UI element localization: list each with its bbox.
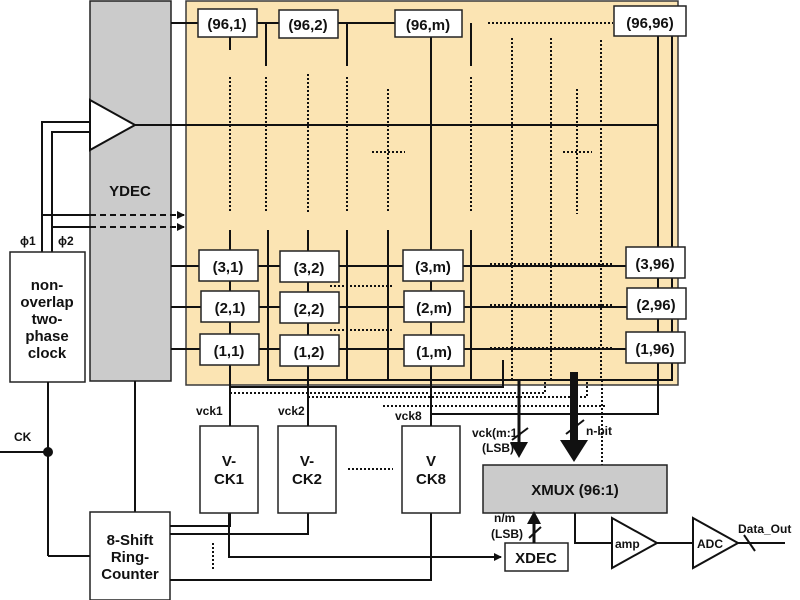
pixel-cell: (1,96) bbox=[625, 331, 686, 364]
vck-bus-lsb-label: (LSB) bbox=[482, 441, 514, 455]
pixel-cell: (1,1) bbox=[199, 333, 260, 366]
nm-label: n/m bbox=[494, 511, 515, 525]
xmux-block bbox=[482, 464, 668, 514]
xdec-arrow bbox=[527, 511, 541, 524]
ydec-label: YDEC bbox=[109, 183, 151, 200]
n-bit-arrow bbox=[560, 440, 588, 462]
vck1-signal-label: vck1 bbox=[196, 404, 223, 418]
svg-text:(1,2): (1,2) bbox=[294, 344, 325, 361]
pixel-cell: (2,m) bbox=[403, 290, 465, 323]
vck-bus-label: vck(m:1) bbox=[472, 426, 521, 440]
svg-text:(1,1): (1,1) bbox=[214, 343, 245, 360]
clock-label-2: overlap bbox=[20, 294, 73, 311]
vck8-label-2: CK8 bbox=[416, 471, 446, 488]
phi1-label: ϕ1 bbox=[20, 234, 36, 248]
pixel-cell: (96,2) bbox=[278, 9, 339, 39]
svg-text:(96,1): (96,1) bbox=[207, 16, 246, 33]
svg-text:(2,1): (2,1) bbox=[215, 300, 246, 317]
svg-text:(96,2): (96,2) bbox=[288, 17, 327, 34]
vck8-signal-label: vck8 bbox=[395, 409, 422, 423]
pixel-cell: (3,1) bbox=[198, 249, 259, 282]
clock-label-4: phase bbox=[25, 328, 68, 345]
svg-text:(2,2): (2,2) bbox=[294, 301, 325, 318]
adc-label: ADC bbox=[697, 537, 723, 551]
pixel-cell: (96,1) bbox=[197, 8, 258, 38]
clock-label-1: non- bbox=[31, 277, 63, 294]
adc-icon bbox=[692, 516, 741, 570]
svg-text:(96,96): (96,96) bbox=[626, 15, 674, 32]
phi2-label: ϕ2 bbox=[58, 234, 74, 248]
vck2-block bbox=[277, 425, 337, 514]
ring-counter-label-3: Counter bbox=[101, 566, 159, 583]
pixel-cell: (2,2) bbox=[279, 291, 340, 324]
svg-text:(1,m): (1,m) bbox=[416, 344, 452, 361]
ck-label: CK bbox=[14, 430, 32, 444]
vck1-block bbox=[199, 425, 259, 514]
vck8-label-1: V bbox=[426, 453, 436, 470]
svg-text:(3,2): (3,2) bbox=[294, 260, 325, 277]
xmux-label: XMUX (96:1) bbox=[531, 482, 619, 499]
pixel-cell: (1,2) bbox=[279, 334, 340, 367]
phi2-line bbox=[51, 131, 90, 252]
data-out-label: Data_Out bbox=[738, 522, 791, 536]
svg-text:(2,96): (2,96) bbox=[636, 297, 675, 314]
svg-text:(96,m): (96,m) bbox=[406, 17, 450, 34]
pixel-cell: (3,96) bbox=[625, 246, 686, 279]
svg-text:(3,1): (3,1) bbox=[213, 259, 244, 276]
n-bit-label: n-bit bbox=[586, 424, 612, 438]
amp-icon bbox=[611, 516, 660, 570]
svg-text:(2,m): (2,m) bbox=[416, 300, 452, 317]
pixel-cell: (96,96) bbox=[613, 5, 687, 37]
xdec-block bbox=[504, 542, 569, 572]
vck2-signal-label: vck2 bbox=[278, 404, 305, 418]
clock-label-5: clock bbox=[28, 345, 67, 362]
buffer-icon bbox=[89, 98, 138, 152]
vck-bus-arrow bbox=[510, 442, 528, 458]
two-phase-clock-block bbox=[9, 251, 86, 383]
phi1-line bbox=[41, 121, 90, 252]
ring-counter-label-1: 8-Shift bbox=[107, 532, 154, 549]
xdec-label: XDEC bbox=[515, 550, 557, 567]
vck1-label-1: V- bbox=[222, 453, 236, 470]
svg-text:(1,96): (1,96) bbox=[635, 341, 674, 358]
vck2-label-1: V- bbox=[300, 453, 314, 470]
svg-text:(3,m): (3,m) bbox=[415, 259, 451, 276]
clock-label-3: two- bbox=[32, 311, 63, 328]
ydec-block bbox=[89, 0, 172, 382]
vck1-label-2: CK1 bbox=[214, 471, 244, 488]
vck8-block bbox=[401, 425, 461, 514]
svg-text:(3,96): (3,96) bbox=[635, 256, 674, 273]
amp-label: amp bbox=[615, 537, 640, 551]
pixel-cell: (3,2) bbox=[279, 250, 340, 283]
pixel-cell: (1,m) bbox=[403, 334, 465, 367]
nm-lsb-label: (LSB) bbox=[491, 527, 523, 541]
vck2-label-2: CK2 bbox=[292, 471, 322, 488]
n-bit-bus bbox=[570, 372, 578, 442]
ring-counter-block bbox=[89, 511, 171, 600]
pixel-cell: (3,m) bbox=[402, 249, 464, 282]
pixel-cell: (2,96) bbox=[626, 287, 687, 320]
pixel-cell: (96,m) bbox=[394, 9, 463, 38]
ring-counter-label-2: Ring- bbox=[111, 549, 149, 566]
pixel-cell: (2,1) bbox=[200, 290, 260, 323]
